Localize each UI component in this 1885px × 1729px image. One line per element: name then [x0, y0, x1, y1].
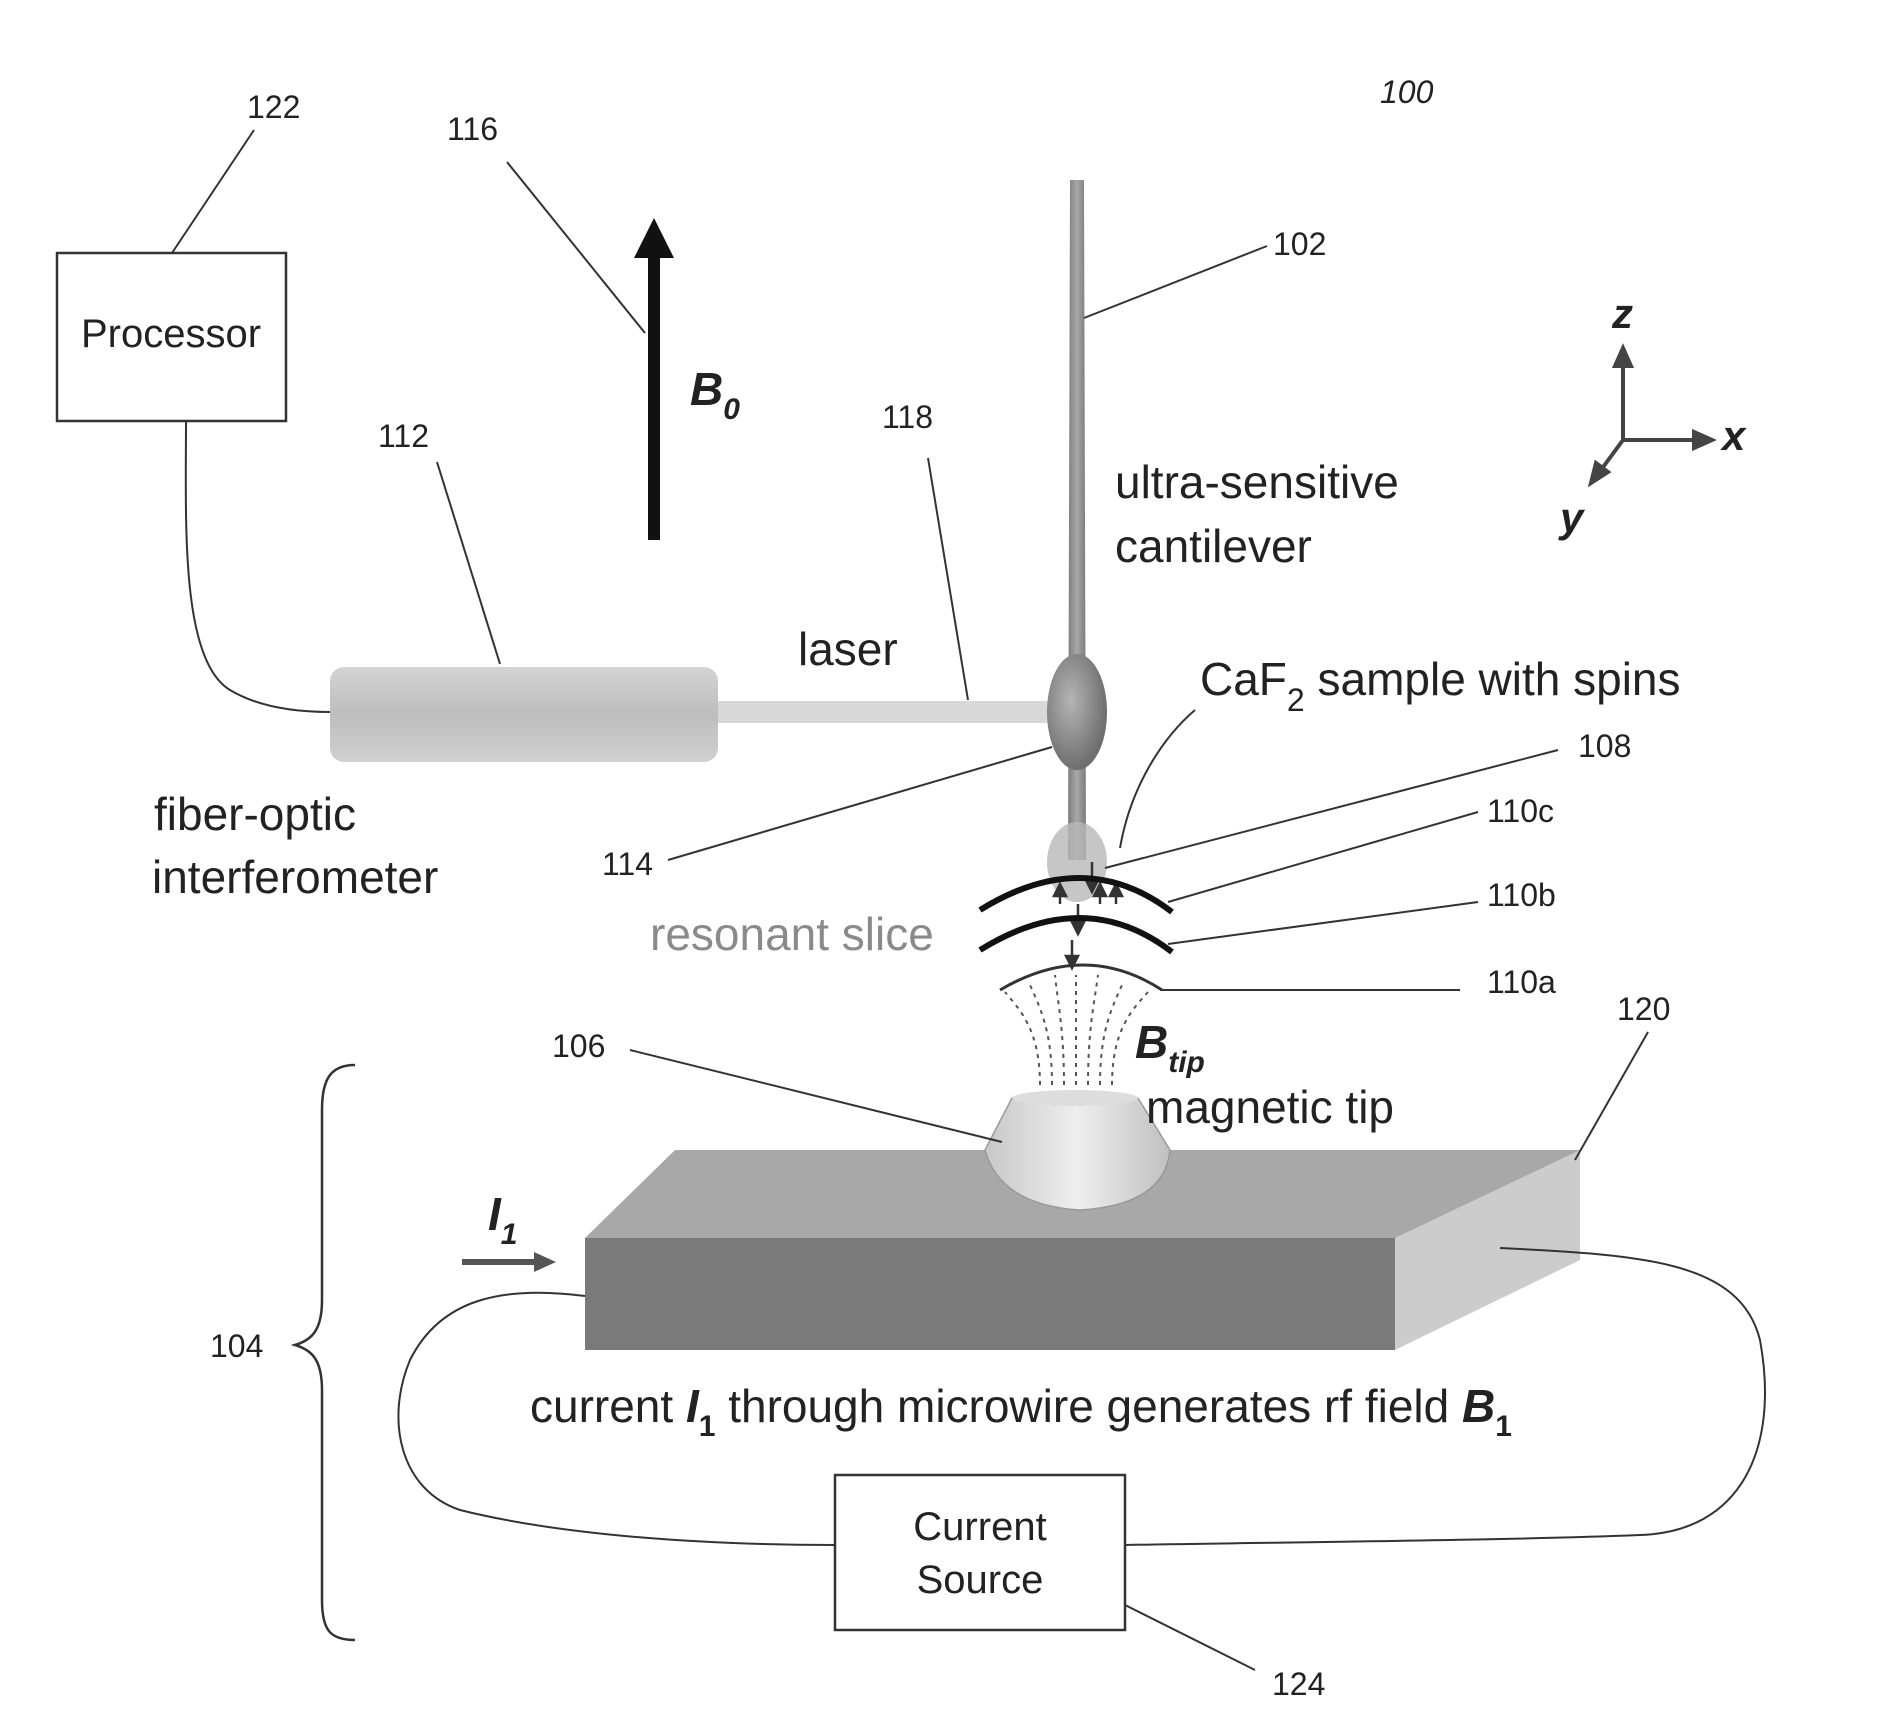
caption-i-sub: 1 — [699, 1410, 716, 1443]
sample-label-sub: 2 — [1287, 682, 1305, 718]
ref-108: 108 — [1578, 728, 1631, 764]
leader-124 — [1125, 1605, 1255, 1670]
ref-106: 106 — [552, 1028, 605, 1064]
tip-field-lines — [1005, 975, 1148, 1085]
leader-102 — [1084, 246, 1267, 318]
b0-label: B0 — [690, 363, 740, 426]
ref-110b: 110b — [1487, 877, 1556, 913]
leader-116 — [507, 162, 645, 333]
magnetic-tip-top — [1012, 1090, 1138, 1106]
ref-124: 124 — [1272, 1666, 1325, 1702]
figure-number: 100 — [1380, 74, 1434, 110]
cantilever-mirror-pad — [1047, 654, 1107, 770]
axis-y-label: y — [1558, 494, 1586, 541]
caption-b: through microwire generates rf field — [715, 1380, 1462, 1432]
current-source-label-line2: Source — [917, 1558, 1044, 1602]
ref-110c: 110c — [1487, 793, 1554, 829]
btip-main: B — [1135, 1016, 1168, 1068]
ref-102: 102 — [1273, 226, 1326, 262]
ref-110a: 110a — [1487, 964, 1556, 1000]
leader-106 — [630, 1050, 1002, 1142]
axis-z-label: z — [1611, 290, 1633, 337]
ref-116: 116 — [447, 111, 498, 147]
processor-box: Processor — [57, 253, 286, 421]
processor-label: Processor — [81, 312, 261, 356]
ref-122: 122 — [247, 89, 300, 125]
microwire-caption: current I1 through microwire generates r… — [530, 1380, 1512, 1443]
leader-110c — [1168, 812, 1478, 902]
ref-114: 114 — [602, 846, 653, 882]
microwire-front-face — [585, 1238, 1395, 1350]
b0-main: B — [690, 363, 723, 415]
i1-sub: 1 — [501, 1218, 518, 1251]
leader-122 — [172, 130, 254, 253]
coordinate-axes — [1591, 348, 1712, 483]
current-source-box: Current Source — [835, 1475, 1125, 1630]
laser-beam — [718, 701, 1048, 723]
caption-a: current — [530, 1380, 686, 1432]
i1-current-arrow — [462, 1252, 556, 1272]
leader-110b — [1168, 902, 1478, 944]
cantilever-label-line1: ultra-sensitive — [1115, 456, 1399, 508]
leader-120 — [1575, 1032, 1648, 1160]
b0-sub: 0 — [723, 393, 740, 426]
processor-cable — [186, 421, 330, 712]
b0-field-arrow — [634, 218, 674, 540]
leader-sample — [1120, 710, 1195, 848]
caption-bf-sub: 1 — [1495, 1410, 1512, 1443]
leader-112 — [437, 462, 500, 664]
leader-118 — [928, 458, 968, 700]
ref-112: 112 — [378, 418, 429, 454]
fiber-optic-interferometer — [330, 667, 718, 762]
interferometer-label-line2: interferometer — [152, 851, 438, 903]
ref-104: 104 — [210, 1328, 263, 1364]
btip-sub: tip — [1168, 1046, 1205, 1079]
brace-104 — [295, 1065, 355, 1640]
sample-label: CaF2 sample with spins — [1200, 653, 1681, 718]
caption-bf: B — [1462, 1380, 1495, 1432]
resonant-slice-label: resonant slice — [650, 908, 934, 960]
laser-label: laser — [798, 623, 898, 675]
sample-label-post: sample with spins — [1305, 653, 1681, 705]
interferometer-label-line1: fiber-optic — [154, 788, 356, 840]
current-source-label-line1: Current — [913, 1505, 1046, 1549]
resonant-slice-110a — [1000, 965, 1162, 990]
i1-label: I1 — [488, 1188, 517, 1251]
ref-120: 120 — [1617, 991, 1670, 1027]
magnetic-tip-label: magnetic tip — [1146, 1081, 1394, 1133]
sample-label-pre: CaF — [1200, 653, 1287, 705]
btip-label: Btip — [1135, 1016, 1205, 1079]
leader-114 — [668, 747, 1052, 860]
ref-118: 118 — [882, 399, 933, 435]
axis-x-label: x — [1720, 412, 1747, 459]
cantilever-label-line2: cantilever — [1115, 520, 1312, 572]
